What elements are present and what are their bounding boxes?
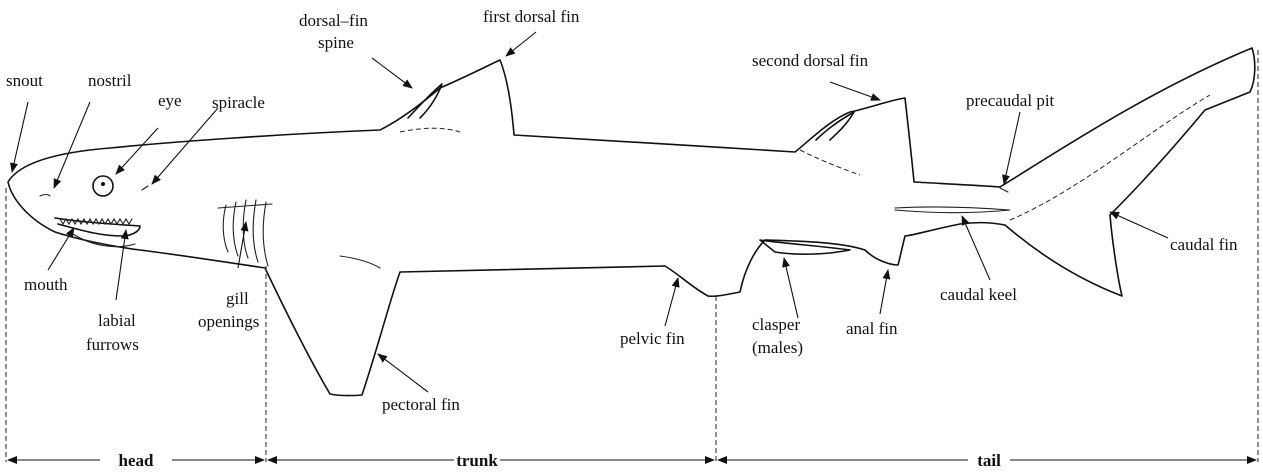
region-spans: head trunk tail xyxy=(8,451,1256,470)
label-clasper-line1: clasper xyxy=(752,315,800,334)
second-dorsal-spine xyxy=(816,112,854,140)
label-dorsal-fin-spine-line2: spine xyxy=(318,33,354,52)
dorsal-fin-base xyxy=(400,128,460,132)
label-snout: snout xyxy=(6,71,43,90)
label-gill-openings-line2: openings xyxy=(198,312,259,331)
arrows xyxy=(12,32,1168,392)
label-second-dorsal-fin: second dorsal fin xyxy=(752,51,869,70)
label-nostril: nostril xyxy=(88,71,132,90)
first-dorsal-spine xyxy=(408,84,442,118)
second-dorsal-base xyxy=(800,150,860,175)
label-labial-furrows-line1: labial xyxy=(98,311,136,330)
label-mouth: mouth xyxy=(24,275,68,294)
label-anal-fin: anal fin xyxy=(846,319,898,338)
segment-trunk: trunk xyxy=(456,451,498,470)
label-first-dorsal-fin: first dorsal fin xyxy=(483,7,580,26)
label-pelvic-fin: pelvic fin xyxy=(620,329,685,348)
nostril-mark xyxy=(40,195,50,197)
region-dividers xyxy=(6,50,1258,462)
caudal-keel-line xyxy=(895,207,1010,213)
label-gill-openings-line1: gill xyxy=(226,289,249,308)
label-pectoral-fin: pectoral fin xyxy=(382,395,460,414)
label-caudal-keel: caudal keel xyxy=(940,285,1017,304)
spiracle-mark xyxy=(142,186,148,190)
label-spiracle: spiracle xyxy=(212,93,265,112)
labels: snout nostril eye spiracle dorsal–fin sp… xyxy=(6,7,1238,414)
caudal-internal-line xyxy=(1010,95,1210,220)
segment-head: head xyxy=(119,451,155,470)
label-caudal-fin: caudal fin xyxy=(1170,235,1238,254)
segment-tail: tail xyxy=(977,451,1001,470)
gill-slits xyxy=(218,200,272,266)
pupil xyxy=(101,182,105,186)
label-dorsal-fin-spine-line1: dorsal–fin xyxy=(299,11,368,30)
label-labial-furrows-line2: furrows xyxy=(86,335,139,354)
label-eye: eye xyxy=(158,91,182,110)
label-clasper-line2: (males) xyxy=(752,338,803,357)
precaudal-pit-mark xyxy=(1000,188,1008,192)
label-precaudal-pit: precaudal pit xyxy=(966,91,1055,110)
pectoral-fin-base xyxy=(340,256,380,268)
